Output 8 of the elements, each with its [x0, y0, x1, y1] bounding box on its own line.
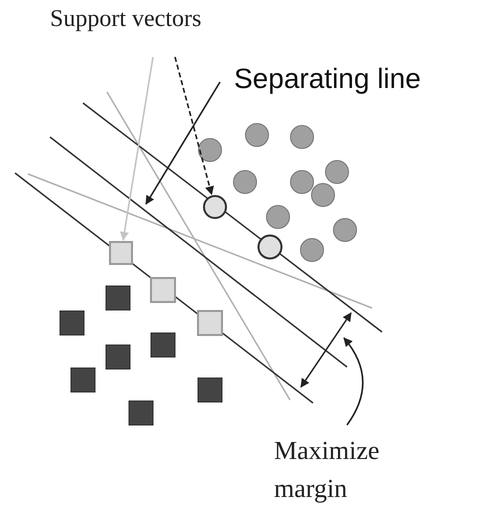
callout-text: Support vectors	[50, 5, 202, 34]
callout-text: Separating line	[234, 62, 422, 96]
leader-arrow	[343, 337, 364, 426]
support-vector-square	[109, 241, 133, 265]
leader-arrow	[145, 82, 221, 205]
callout-text: Maximize margin	[274, 435, 380, 505]
leader-arrow	[174, 56, 214, 196]
leader-arrow	[120, 56, 154, 241]
